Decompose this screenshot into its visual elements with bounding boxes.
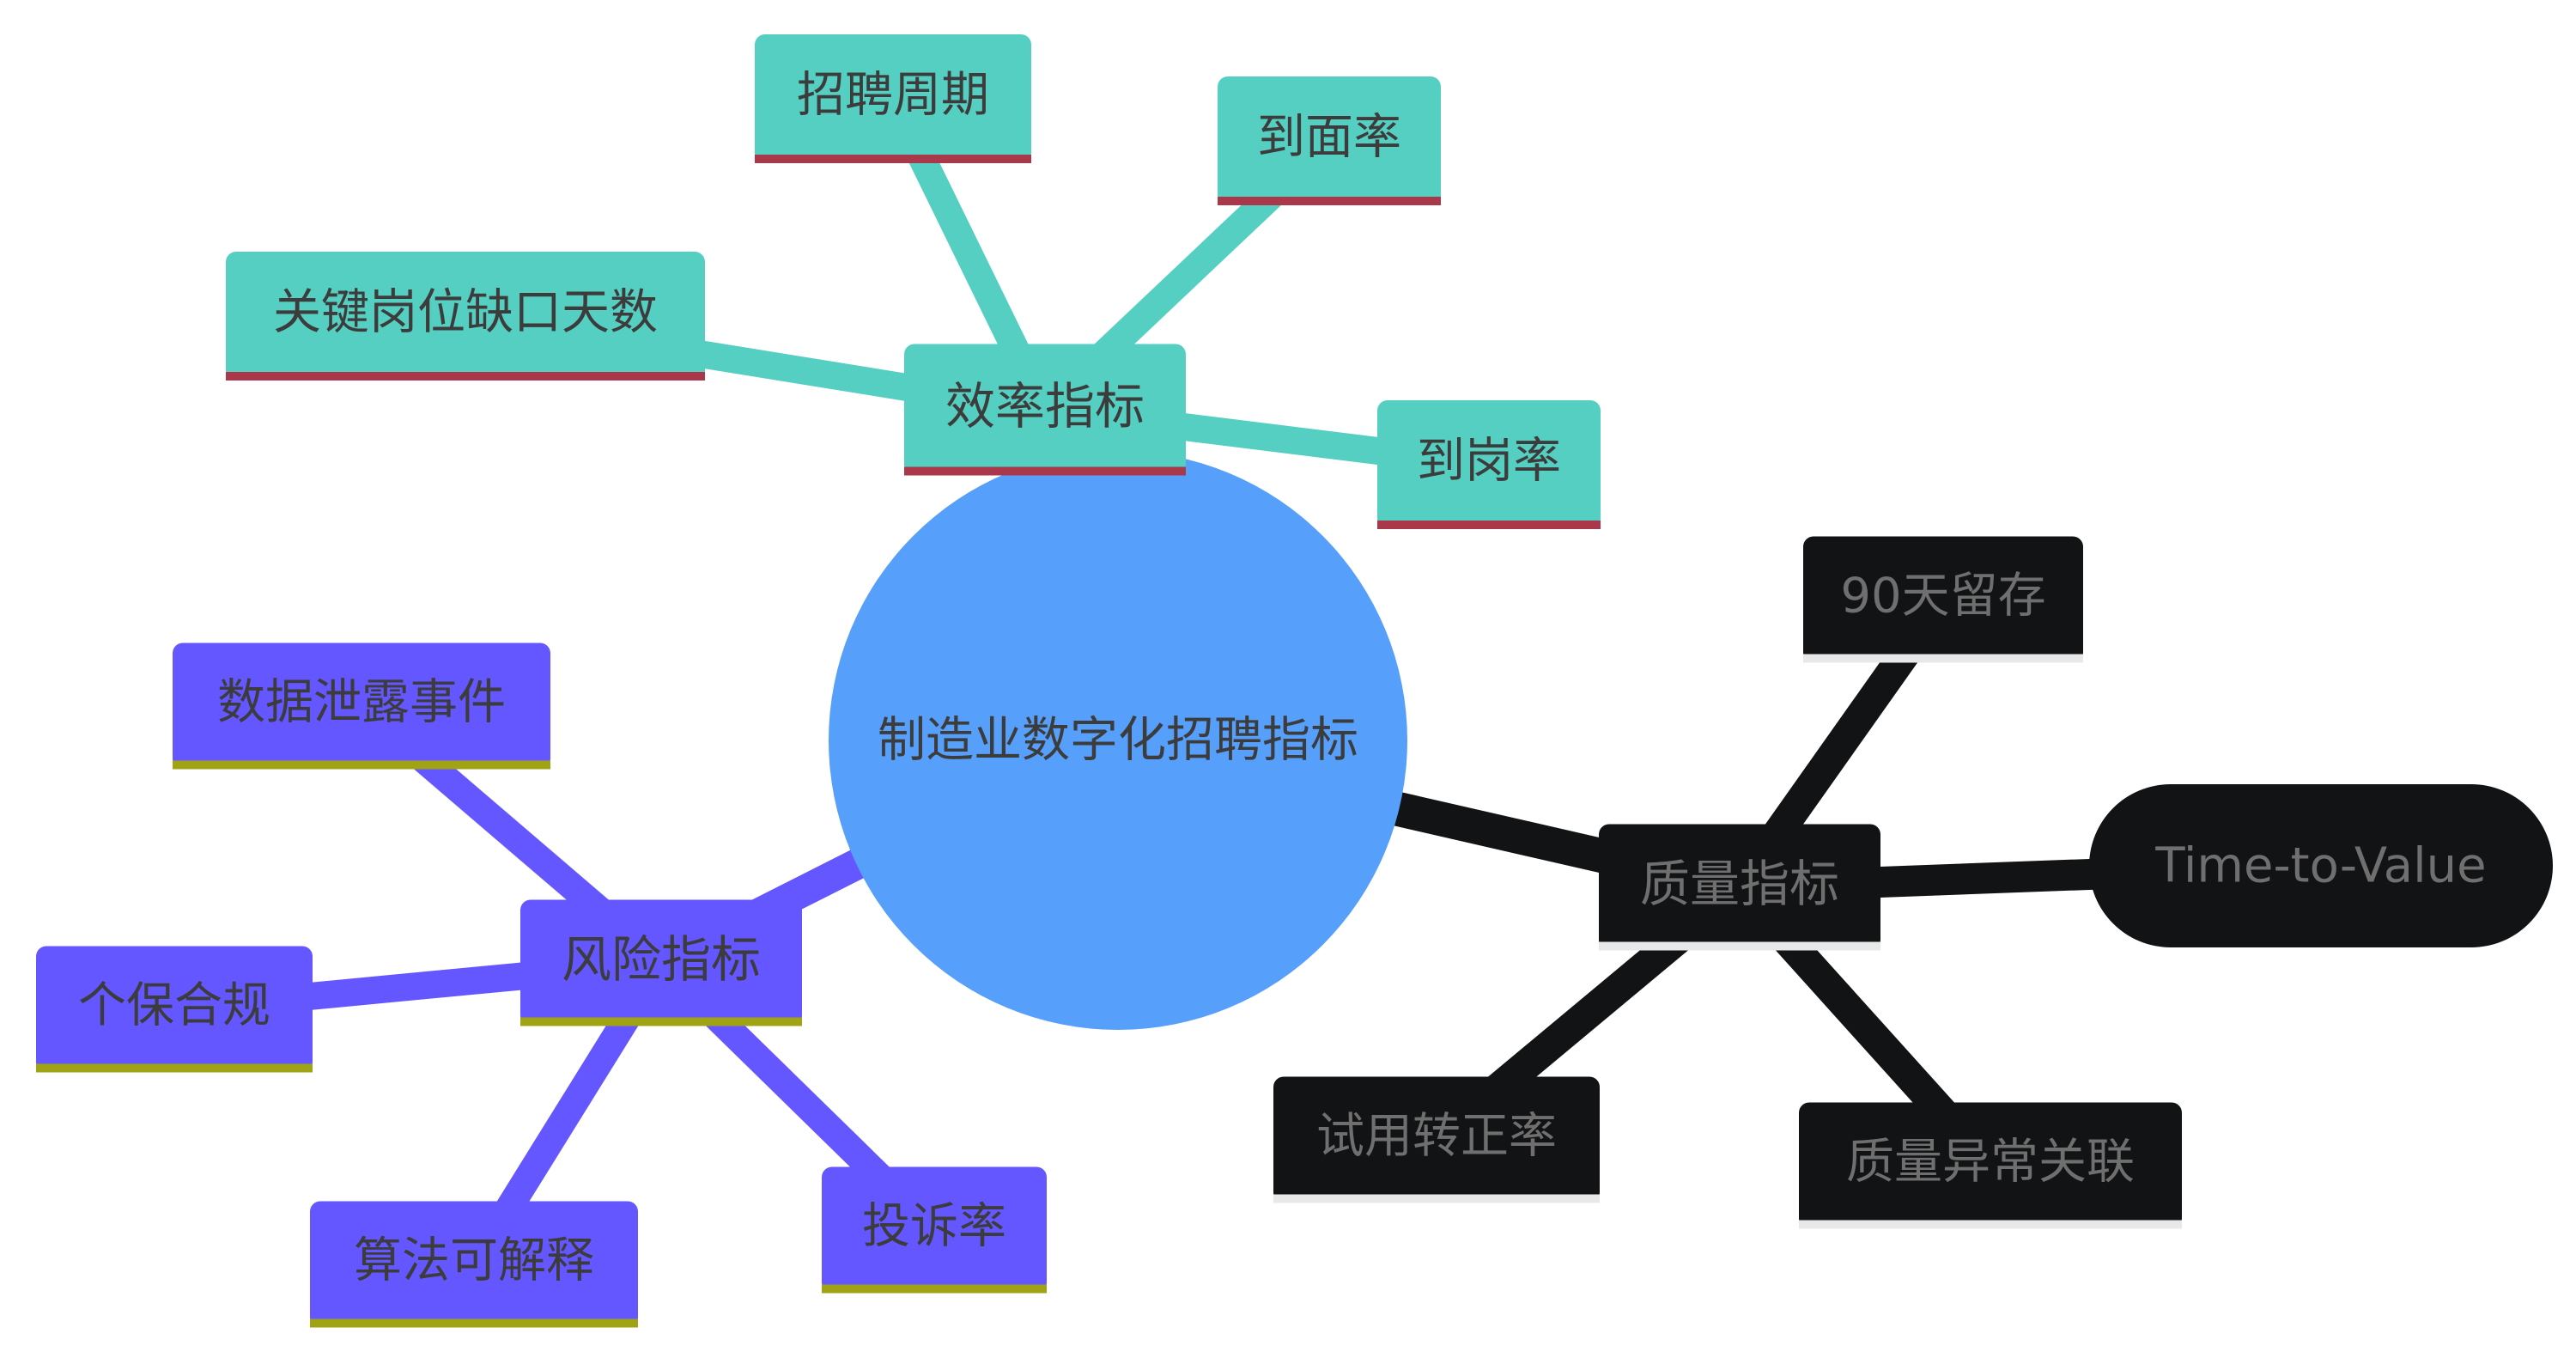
node-cycle-shape: [755, 34, 1031, 163]
node-vacancy-days-shape: [226, 252, 705, 381]
node-interview-rate-label: 到面率: [1257, 110, 1401, 166]
node-anomaly-shape: [1799, 1102, 2182, 1229]
node-leak-label: 数据泄露事件: [217, 675, 506, 731]
node-ttv-label: Time-to-Value: [2154, 838, 2486, 894]
node-leak-underline: [173, 760, 550, 770]
branch-risk-label: 风险指标: [562, 930, 761, 989]
root-node-shape: [829, 451, 1407, 1030]
branch-risk-underline: [520, 1017, 802, 1026]
branch-efficiency-shape: [904, 344, 1186, 476]
node-onboard-rate-shape: [1377, 400, 1601, 529]
node-anomaly-underline: [1799, 1220, 2182, 1229]
node-probation-shape: [1273, 1076, 1600, 1203]
branch-quality[interactable]: 质量指标: [1599, 824, 1880, 951]
node-onboard-rate-label: 到岗率: [1417, 434, 1561, 490]
node-interview-rate-underline: [1218, 197, 1441, 205]
branch-efficiency[interactable]: 效率指标: [904, 344, 1186, 476]
node-vacancy-days-underline: [226, 372, 705, 381]
node-retention-shape: [1803, 536, 2083, 663]
node-probation[interactable]: 试用转正率: [1273, 1076, 1600, 1203]
node-onboard-rate-underline: [1377, 521, 1601, 529]
node-privacy-label: 个保合规: [78, 978, 270, 1034]
node-retention[interactable]: 90天留存: [1803, 536, 2083, 663]
node-complaint[interactable]: 投诉率: [822, 1166, 1047, 1294]
node-explain-shape: [310, 1201, 638, 1328]
branch-efficiency-label: 效率指标: [945, 377, 1145, 435]
node-interview-rate[interactable]: 到面率: [1218, 76, 1441, 205]
node-cycle-label: 招聘周期: [797, 68, 989, 124]
node-cycle-underline: [755, 155, 1031, 163]
node-ttv[interactable]: Time-to-Value: [2089, 784, 2553, 947]
node-privacy[interactable]: 个保合规: [36, 946, 313, 1073]
branch-risk[interactable]: 风险指标: [520, 899, 802, 1026]
node-complaint-label: 投诉率: [862, 1199, 1006, 1255]
node-anomaly[interactable]: 质量异常关联: [1799, 1102, 2182, 1229]
branch-quality-label: 质量指标: [1640, 855, 1839, 913]
branch-quality-shape: [1599, 824, 1880, 951]
node-explain[interactable]: 算法可解释: [310, 1201, 638, 1328]
node-complaint-underline: [822, 1284, 1047, 1294]
node-complaint-shape: [822, 1166, 1047, 1294]
node-privacy-underline: [36, 1063, 313, 1073]
node-vacancy-days-label: 关键岗位缺口天数: [273, 285, 658, 341]
node-retention-label: 90天留存: [1840, 569, 2045, 624]
node-explain-label: 算法可解释: [354, 1233, 594, 1289]
node-cycle[interactable]: 招聘周期: [755, 34, 1031, 163]
node-probation-underline: [1273, 1194, 1600, 1203]
node-onboard-rate[interactable]: 到岗率: [1377, 400, 1601, 529]
branch-quality-underline: [1599, 941, 1880, 951]
node-leak[interactable]: 数据泄露事件: [173, 642, 550, 770]
node-privacy-shape: [36, 946, 313, 1073]
node-anomaly-label: 质量异常关联: [1846, 1135, 2135, 1191]
branch-risk-shape: [520, 899, 802, 1026]
node-vacancy-days[interactable]: 关键岗位缺口天数: [226, 252, 705, 381]
root-node[interactable]: 制造业数字化招聘指标: [829, 451, 1407, 1030]
branch-efficiency-underline: [904, 466, 1186, 476]
node-explain-underline: [310, 1318, 638, 1328]
node-leak-shape: [173, 642, 550, 770]
node-ttv-shape: [2089, 784, 2553, 947]
node-probation-label: 试用转正率: [1316, 1109, 1557, 1165]
node-interview-rate-shape: [1218, 76, 1441, 205]
node-retention-underline: [1803, 654, 2083, 663]
root-node-label: 制造业数字化招聘指标: [878, 713, 1358, 769]
